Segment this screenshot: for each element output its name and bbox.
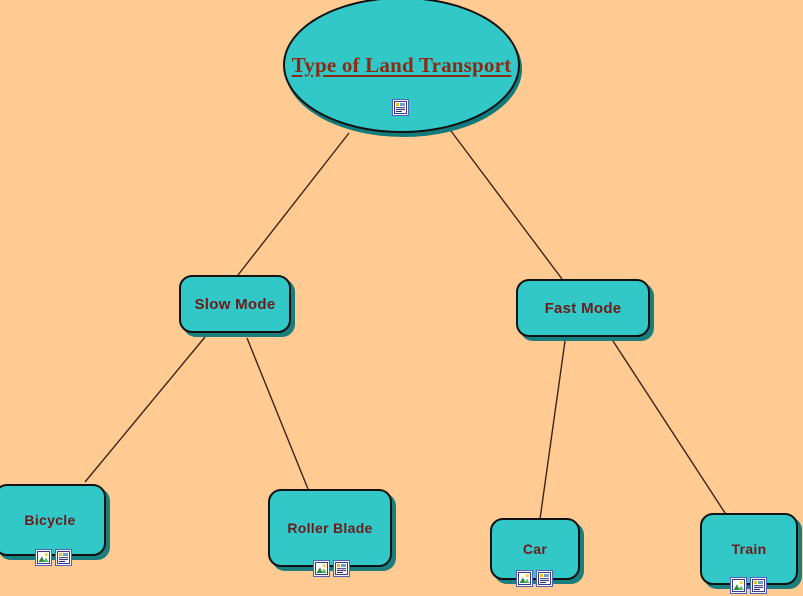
node-fast-mode-label: Fast Mode [544,299,622,317]
icon-strip-roller-blade [313,560,350,577]
node-bicycle-label: Bicycle [24,512,76,528]
icon-strip-root [392,99,409,116]
node-slow-mode[interactable]: Slow Mode [179,275,291,333]
icon-strip-car [516,570,553,587]
node-fast-mode[interactable]: Fast Mode [516,279,650,337]
node-roller-blade-label: Roller Blade [287,520,373,536]
node-train-label: Train [731,541,767,557]
edge-root-to-fast-mode [450,130,563,280]
edge-fast-mode-to-train [612,340,728,517]
node-slow-mode-label: Slow Mode [194,295,276,313]
node-roller-blade[interactable]: Roller Blade [268,489,392,567]
edge-slow-mode-to-bicycle [84,336,206,483]
note-icon[interactable] [536,570,553,587]
node-bicycle[interactable]: Bicycle [0,484,106,556]
node-train[interactable]: Train [700,513,798,585]
edge-slow-mode-to-roller-blade [246,337,309,490]
image-icon[interactable] [516,570,533,587]
image-icon[interactable] [730,577,747,594]
note-icon[interactable] [392,99,409,116]
icon-strip-train [730,577,767,594]
note-icon[interactable] [55,549,72,566]
node-car[interactable]: Car [490,518,580,580]
page-title: Type of Land Transport [291,52,512,77]
edge-root-to-slow-mode [237,132,350,276]
note-icon[interactable] [333,560,350,577]
note-icon[interactable] [750,577,767,594]
node-car-label: Car [522,541,548,557]
icon-strip-bicycle [35,549,72,566]
image-icon[interactable] [35,549,52,566]
edge-fast-mode-to-car [539,340,566,520]
image-icon[interactable] [313,560,330,577]
